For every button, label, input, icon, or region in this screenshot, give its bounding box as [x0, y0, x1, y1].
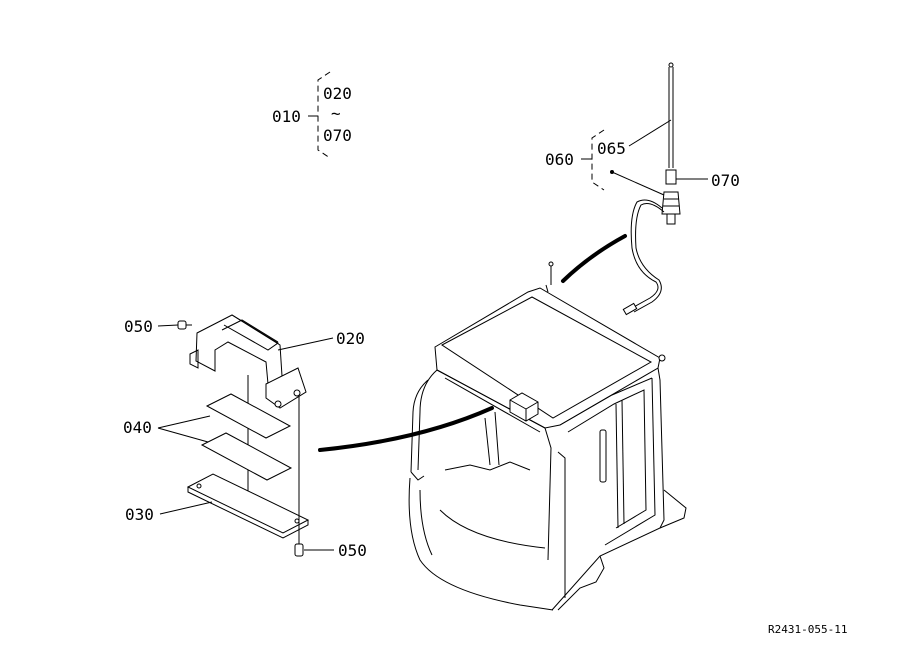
label-040: 040 [123, 418, 152, 437]
leader-060-dot [611, 171, 665, 196]
label-020-range-start: 020 [323, 84, 352, 103]
label-010: 010 [272, 107, 301, 126]
label-020-bracket: 020 [336, 329, 365, 348]
drawing-reference-code: R2431-055-11 [768, 623, 847, 636]
label-070-range-end: 070 [323, 126, 352, 145]
leader-050-top [157, 324, 179, 327]
leader-040-lower [157, 427, 209, 443]
bolt-050-bottom [294, 396, 304, 557]
leader-030 [159, 501, 213, 515]
spacer-plates-040 [200, 393, 293, 481]
label-030: 030 [125, 505, 154, 524]
leader-065 [628, 119, 672, 147]
leader-060-dot-marker [610, 170, 614, 174]
label-050-top: 050 [124, 317, 153, 336]
label-060: 060 [545, 150, 574, 169]
group-060-bracket [581, 129, 605, 191]
antenna-pointer-arc [561, 234, 627, 283]
group-010-bracket [308, 71, 331, 159]
label-050-bottom: 050 [338, 541, 367, 560]
label-065: 065 [597, 139, 626, 158]
cab-body [408, 261, 687, 611]
label-070-sleeve: 070 [711, 171, 740, 190]
bracket-020 [189, 314, 307, 510]
base-plate-030 [186, 473, 310, 539]
leader-040-upper [157, 415, 211, 429]
leader-020 [277, 337, 334, 351]
antenna-assembly [622, 62, 681, 316]
bolt-050-top [177, 320, 192, 330]
label-range-tilde: ~ [331, 104, 341, 123]
bracket-pointer-arc [318, 406, 494, 452]
